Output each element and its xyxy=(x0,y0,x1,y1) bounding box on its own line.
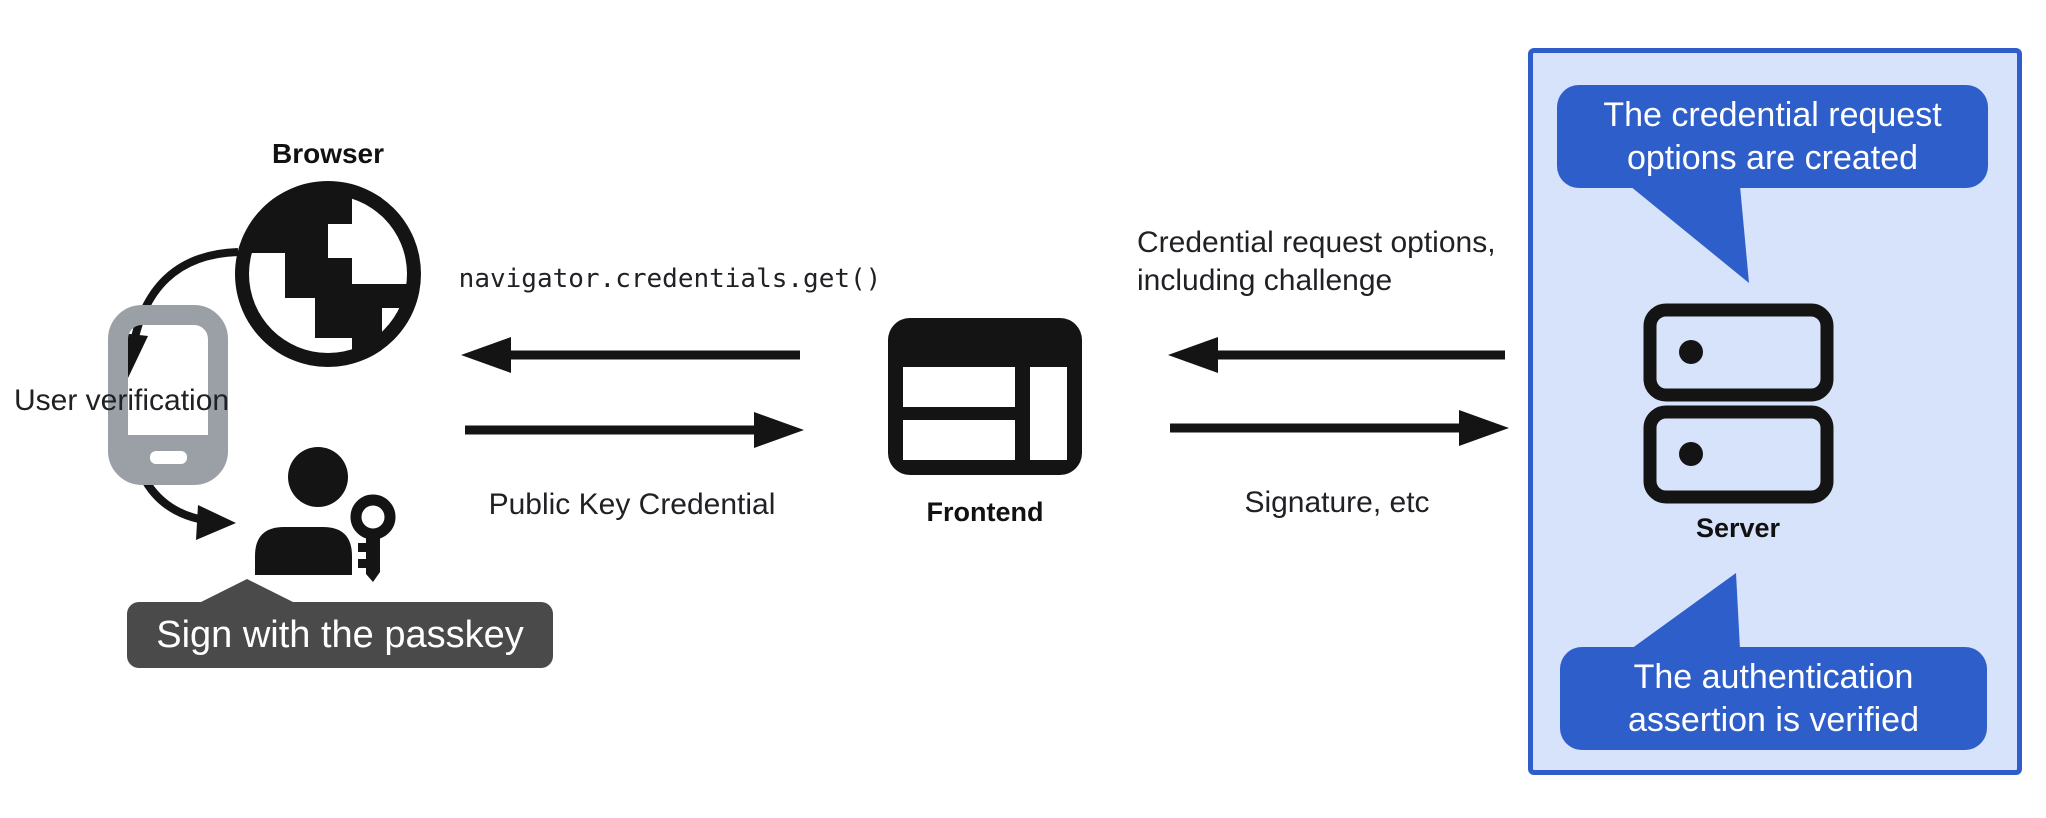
callout-request-created-line1: The credential request xyxy=(1603,95,1942,134)
frontend-label: Frontend xyxy=(926,497,1044,527)
credential-request-options-line2: including challenge xyxy=(1137,264,1393,297)
arrow-browser-to-frontend xyxy=(465,412,804,448)
smartphone-icon xyxy=(108,305,228,485)
callout-request-created: The credential request options are creat… xyxy=(1557,85,1988,188)
server-stack-icon xyxy=(1643,303,1834,504)
credential-request-options-line1: Credential request options, xyxy=(1137,226,1496,259)
passkey-tooltip: Sign with the passkey xyxy=(127,602,553,668)
globe-icon xyxy=(235,181,421,367)
credential-request-options-label: Credential request options, including ch… xyxy=(1137,224,1496,300)
callout-assertion-verified: The authentication assertion is verified xyxy=(1560,647,1987,750)
browser-label: Browser xyxy=(271,138,385,169)
navigator-credentials-get-label: navigator.credentials.get() xyxy=(458,264,882,294)
user-verification-label: User verification xyxy=(14,384,230,417)
key-icon xyxy=(350,494,396,582)
callout-assertion-verified-line1: The authentication xyxy=(1633,657,1914,696)
callout-assertion-verified-line2: assertion is verified xyxy=(1627,700,1919,739)
browser-window-icon xyxy=(888,318,1082,475)
signature-label: Signature, etc xyxy=(1244,486,1430,519)
person-icon xyxy=(255,447,352,575)
arrow-frontend-to-browser xyxy=(461,337,800,373)
public-key-credential-label: Public Key Credential xyxy=(488,488,776,521)
callout-request-created-line2: options are created xyxy=(1626,138,1919,177)
passkey-tooltip-text: Sign with the passkey xyxy=(156,613,524,656)
callout-bottom-tail xyxy=(1631,573,1740,649)
server-label: Server xyxy=(1695,513,1781,543)
arrow-frontend-to-server xyxy=(1170,410,1509,446)
passkey-tooltip-tail xyxy=(197,579,297,604)
callout-top-tail xyxy=(1630,186,1749,283)
arrow-server-to-frontend xyxy=(1168,337,1505,373)
